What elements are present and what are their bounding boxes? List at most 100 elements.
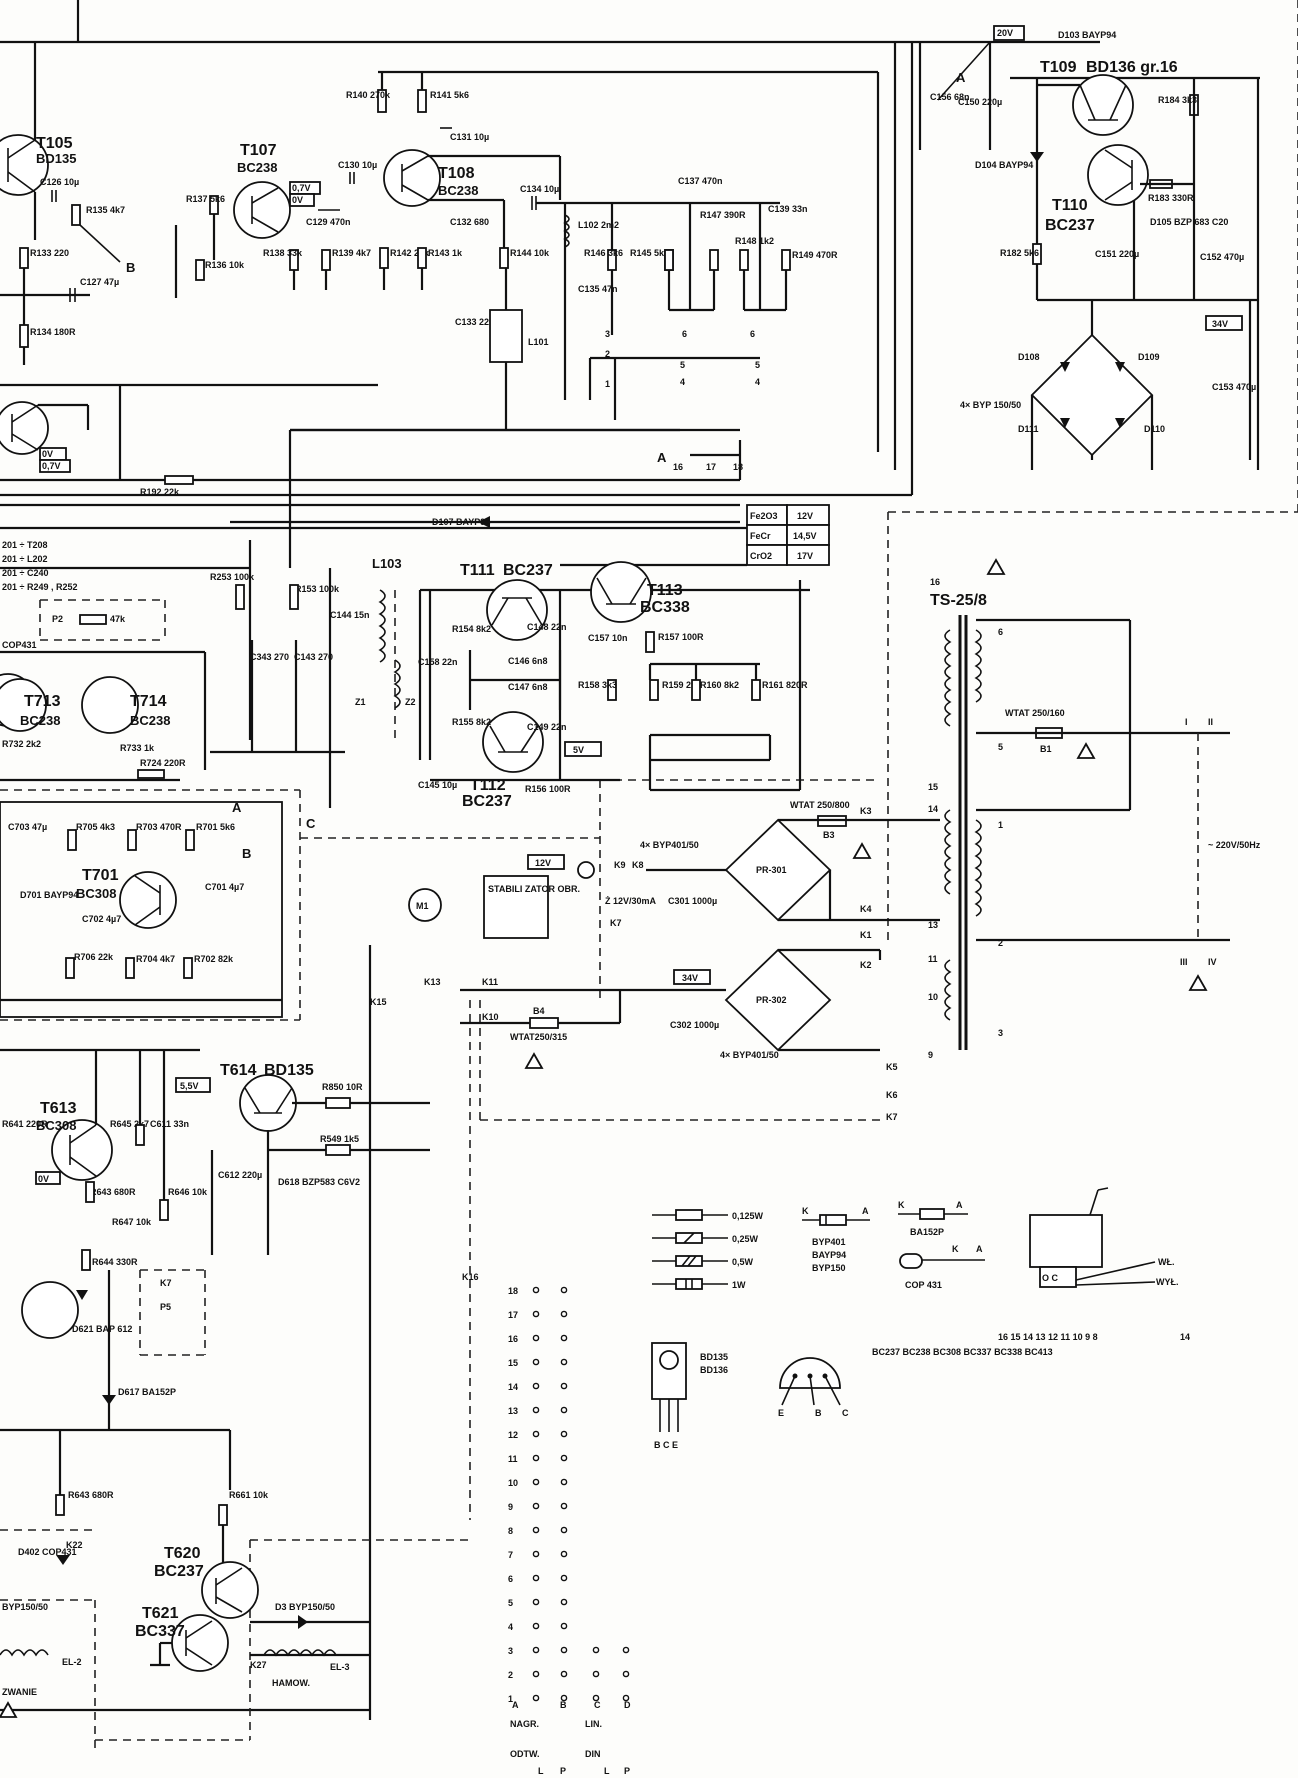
switch-contact[interactable] <box>532 1286 540 1294</box>
naqr-label: NAGR. <box>510 1719 539 1729</box>
switch-contact[interactable] <box>560 1694 568 1702</box>
t621-type: BC337 <box>135 1623 185 1640</box>
switch-contact[interactable] <box>560 1526 568 1534</box>
switch-contact[interactable] <box>622 1670 630 1678</box>
t621-ref: T621 <box>142 1605 179 1622</box>
legend-byp401: BYP401 <box>812 1237 846 1247</box>
switch-contact[interactable] <box>560 1406 568 1414</box>
switch-contact[interactable] <box>560 1334 568 1342</box>
motor-m1[interactable] <box>408 888 442 922</box>
t701-ref: T701 <box>82 867 119 884</box>
switch-row-number: 9 <box>508 1502 513 1512</box>
r641-label: R641 220R <box>2 1119 48 1129</box>
bridge-rectifier-top <box>1030 333 1154 457</box>
c132-label: C132 680 <box>450 217 489 227</box>
t108-ref: T108 <box>438 165 475 182</box>
switch-contact[interactable] <box>560 1358 568 1366</box>
r643b-label: R643 680R <box>68 1490 114 1500</box>
r702-label: R702 82k <box>194 954 234 964</box>
svg-text:6: 6 <box>682 329 687 339</box>
svg-text:5: 5 <box>998 742 1003 752</box>
svg-text:2: 2 <box>605 349 610 359</box>
svg-text:17: 17 <box>706 462 716 472</box>
grp3: 201 ÷ C240 <box>2 568 48 578</box>
switch-contact[interactable] <box>532 1334 540 1342</box>
switch-contact[interactable] <box>532 1574 540 1582</box>
t701-symbol <box>119 871 177 929</box>
sw-a-label: A <box>657 450 667 465</box>
t111-ref: T111 <box>460 562 495 579</box>
legend-0125: 0,125W <box>732 1211 764 1221</box>
switch-contact[interactable] <box>560 1598 568 1606</box>
svg-text:1: 1 <box>998 820 1003 830</box>
switch-contact[interactable] <box>560 1310 568 1318</box>
t112-ref: T112 <box>470 777 506 794</box>
switch-row-number: 8 <box>508 1526 513 1536</box>
switch-contact[interactable] <box>532 1646 540 1654</box>
r159-label: R159 2k2 <box>662 680 701 690</box>
t701-stage: A B C703 47µ R705 4k3 R703 470R R701 5k6… <box>0 800 283 1018</box>
r192-resistor <box>164 475 194 485</box>
switch-contact[interactable] <box>532 1670 540 1678</box>
k22-label: K22 <box>66 1540 83 1550</box>
switch-contact[interactable] <box>532 1358 540 1366</box>
switch-contact[interactable] <box>560 1574 568 1582</box>
switch-contact[interactable] <box>560 1286 568 1294</box>
switch-contact[interactable] <box>532 1430 540 1438</box>
c127-label: C127 47µ <box>80 277 119 287</box>
c157-label: C157 10n <box>588 633 628 643</box>
switch-contact[interactable] <box>532 1406 540 1414</box>
r706-label: R706 22k <box>74 952 114 962</box>
switch-contact[interactable] <box>560 1454 568 1462</box>
l101-filter <box>489 309 523 363</box>
t110-type: BC237 <box>1045 217 1095 234</box>
regulator-t109-t110: 20V D103 BAYP94 A C156 68n C150 220µ T10… <box>918 25 1258 331</box>
switch-contact[interactable] <box>532 1382 540 1390</box>
r160-label: R160 8k2 <box>700 680 739 690</box>
d105-label: D105 BZP 683 C20 <box>1150 217 1228 227</box>
grp2: 201 ÷ L202 <box>2 554 47 564</box>
switch-contact[interactable] <box>532 1310 540 1318</box>
switch-contact[interactable] <box>560 1502 568 1510</box>
to92-package <box>779 1357 841 1389</box>
c153-label: C153 470µ <box>1212 382 1256 392</box>
switch-contact[interactable] <box>560 1382 568 1390</box>
switch-contact[interactable] <box>560 1550 568 1558</box>
c150-label: C150 220µ <box>958 97 1002 107</box>
el3-label: EL-3 <box>330 1662 350 1672</box>
cop431-label: COP431 <box>2 640 37 650</box>
t701-type: BC308 <box>76 886 116 901</box>
switch-contact[interactable] <box>560 1622 568 1630</box>
r645-label: R645 2k7 <box>110 1119 149 1129</box>
din-label: DIN <box>585 1749 601 1759</box>
d104-label: D104 BAYP94 <box>975 160 1033 170</box>
c703-label: C703 47µ <box>8 822 47 832</box>
switch-contact[interactable] <box>560 1670 568 1678</box>
switch-contact[interactable] <box>592 1670 600 1678</box>
switch-contact[interactable] <box>532 1454 540 1462</box>
switch-contact[interactable] <box>532 1550 540 1558</box>
switch-contact[interactable] <box>560 1430 568 1438</box>
switch-contact[interactable] <box>532 1502 540 1510</box>
switch-row-number: 11 <box>508 1454 518 1464</box>
switch-row-number: 1 <box>508 1694 513 1704</box>
b1-label: B1 <box>1040 744 1052 754</box>
r133-resistor <box>19 247 29 269</box>
switch-contact[interactable] <box>532 1598 540 1606</box>
switch-contact[interactable] <box>532 1526 540 1534</box>
ts25-label: TS-25/8 <box>930 592 987 609</box>
switch-contact[interactable] <box>560 1478 568 1486</box>
switch-contact[interactable] <box>592 1694 600 1702</box>
switch-contact[interactable] <box>622 1646 630 1654</box>
c146-label: C146 6n8 <box>508 656 548 666</box>
switch-contact[interactable] <box>560 1646 568 1654</box>
r135-pot <box>71 204 81 226</box>
switch-contact[interactable] <box>622 1694 630 1702</box>
switch-contact[interactable] <box>532 1622 540 1630</box>
switch-contact[interactable] <box>532 1478 540 1486</box>
b4-label: B4 <box>533 1006 545 1016</box>
switch-contact[interactable] <box>592 1646 600 1654</box>
switch-contact[interactable] <box>532 1694 540 1702</box>
svg-text:A: A <box>862 1206 869 1216</box>
